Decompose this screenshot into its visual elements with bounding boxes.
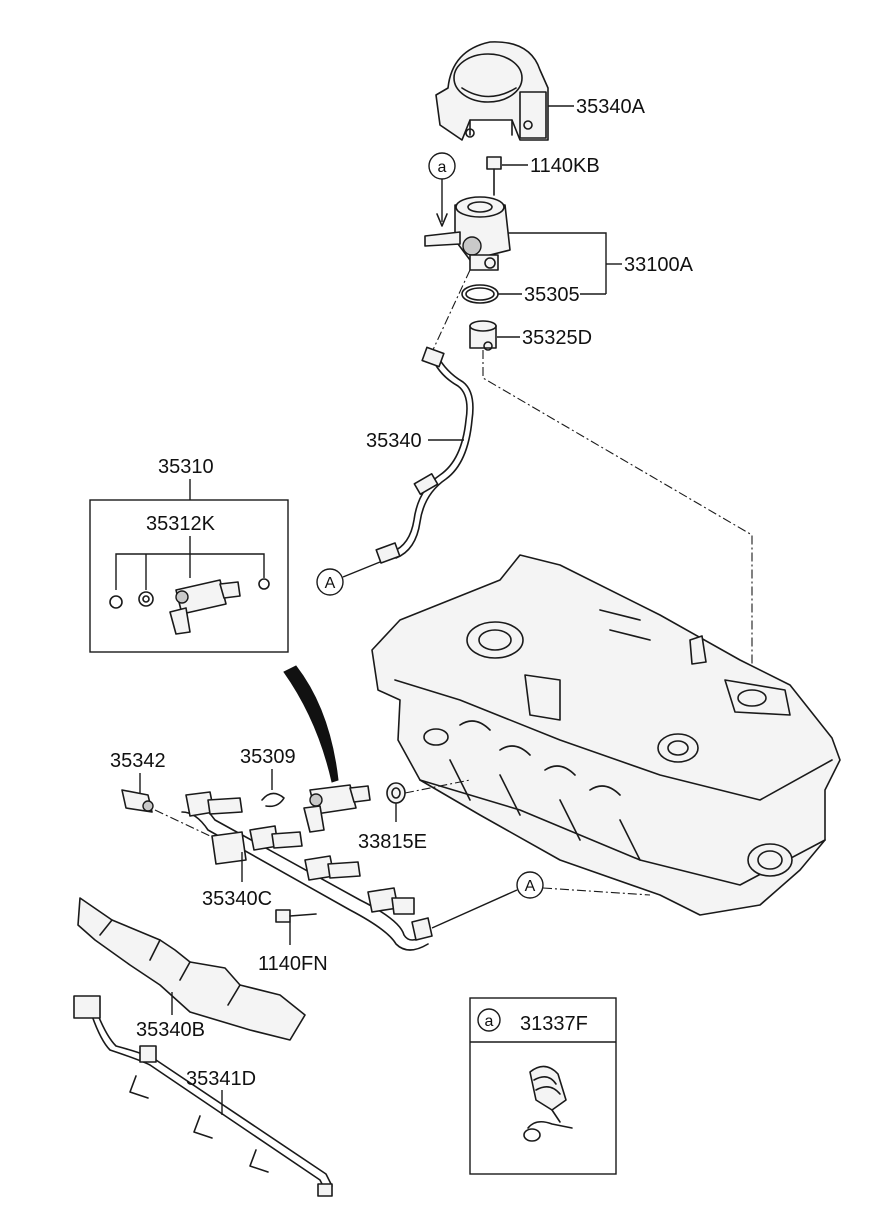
pressure-sensor-35342[interactable] xyxy=(121,789,154,813)
fuel-pipe-35340[interactable] xyxy=(375,346,474,564)
label-35342: 35342 xyxy=(110,750,166,772)
part-31337F[interactable] xyxy=(523,1065,573,1142)
callout-a-box: a xyxy=(477,1008,501,1032)
svg-text:A: A xyxy=(325,575,336,592)
label-35340A: 35340A xyxy=(576,96,646,118)
bolt-1140FN[interactable] xyxy=(275,909,317,923)
label-35310: 35310 xyxy=(158,456,214,478)
svg-text:a: a xyxy=(438,159,447,176)
injector[interactable] xyxy=(303,784,371,833)
label-35340B: 35340B xyxy=(136,1019,205,1041)
pointer-wedge xyxy=(283,665,339,783)
label-31337F: 31337F xyxy=(520,1013,588,1035)
tappet-35325D[interactable] xyxy=(469,320,497,351)
label-35312K: 35312K xyxy=(146,513,216,535)
svg-text:a: a xyxy=(485,1013,494,1030)
bolt-1140KB[interactable] xyxy=(486,156,502,196)
label-35305: 35305 xyxy=(524,284,580,306)
callout-A-right: A xyxy=(516,871,544,899)
callout-A-left: A xyxy=(316,568,344,596)
pump-cover-35340A[interactable] xyxy=(435,41,549,141)
cylinder-head[interactable] xyxy=(371,554,841,916)
svg-text:A: A xyxy=(525,878,536,895)
seal-33815E[interactable] xyxy=(386,782,406,804)
kit-parts-35312K[interactable] xyxy=(109,578,270,635)
fuel-rail-35340C[interactable] xyxy=(181,791,433,951)
label-1140FN: 1140FN xyxy=(258,953,328,975)
clip-35309[interactable] xyxy=(261,792,285,808)
label-35341D: 35341D xyxy=(186,1068,256,1090)
label-1140KB: 1140KB xyxy=(530,155,600,177)
label-35340C: 35340C xyxy=(202,888,272,910)
injector-cover-35340B[interactable] xyxy=(77,897,306,1041)
detail-box-31337F xyxy=(469,997,617,1175)
callout-a-top: a xyxy=(428,152,456,180)
label-35325D: 35325D xyxy=(522,327,592,349)
label-33815E: 33815E xyxy=(358,831,427,853)
label-35309: 35309 xyxy=(240,746,296,768)
wiring-harness-35341D[interactable] xyxy=(73,995,333,1197)
high-pressure-pump-33100A[interactable] xyxy=(424,196,511,271)
label-35340: 35340 xyxy=(366,430,422,452)
label-33100A: 33100A xyxy=(624,254,694,276)
kit-box-35310 xyxy=(89,499,289,653)
